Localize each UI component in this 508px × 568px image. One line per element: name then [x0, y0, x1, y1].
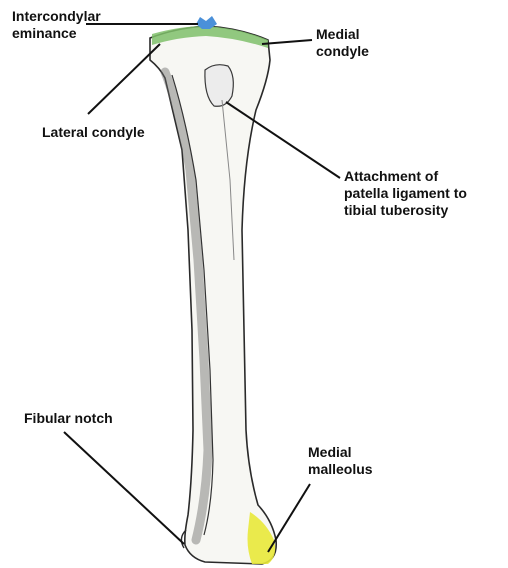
label-lateral-condyle-text: Lateral condyle — [42, 124, 145, 140]
label-medial-malleolus: Medial malleolus — [308, 444, 373, 478]
label-intercondylar-eminence: Intercondylar eminance — [12, 8, 101, 42]
label-attachment-line2: patella ligament to — [344, 185, 467, 201]
label-medial-condyle: Medial condyle — [316, 26, 369, 60]
label-medial-malleolus-line1: Medial — [308, 444, 352, 460]
label-intercondylar-line1: Intercondylar — [12, 8, 101, 24]
leader-fibular-notch — [63, 431, 185, 545]
label-medial-condyle-line1: Medial — [316, 26, 360, 42]
label-fibular-notch-text: Fibular notch — [24, 410, 113, 426]
label-attachment-line1: Attachment of — [344, 168, 439, 184]
leader-medial-malleolus — [267, 483, 311, 553]
label-lateral-condyle: Lateral condyle — [42, 124, 145, 141]
intercondylar-eminence-highlight — [196, 16, 217, 29]
tibial-tuberosity — [204, 64, 234, 107]
leader-attachment — [225, 101, 341, 179]
leader-lateral-condyle — [87, 43, 161, 115]
label-medial-condyle-line2: condyle — [316, 43, 369, 59]
label-attachment-patella-ligament: Attachment of patella ligament to tibial… — [344, 168, 467, 219]
tuberosity-ridge — [221, 99, 235, 261]
label-medial-malleolus-line2: malleolus — [308, 461, 373, 477]
condyles-highlight — [152, 26, 268, 48]
label-attachment-line3: tibial tuberosity — [344, 202, 449, 218]
shaft-lateral-shading — [160, 67, 213, 545]
leader-medial-condyle — [261, 39, 313, 45]
label-fibular-notch: Fibular notch — [24, 410, 113, 427]
shaft-lateral-edge — [171, 74, 214, 536]
tibia-bone — [149, 25, 278, 565]
label-intercondylar-line2: eminance — [12, 25, 77, 41]
fibular-notch-detail — [180, 529, 187, 549]
